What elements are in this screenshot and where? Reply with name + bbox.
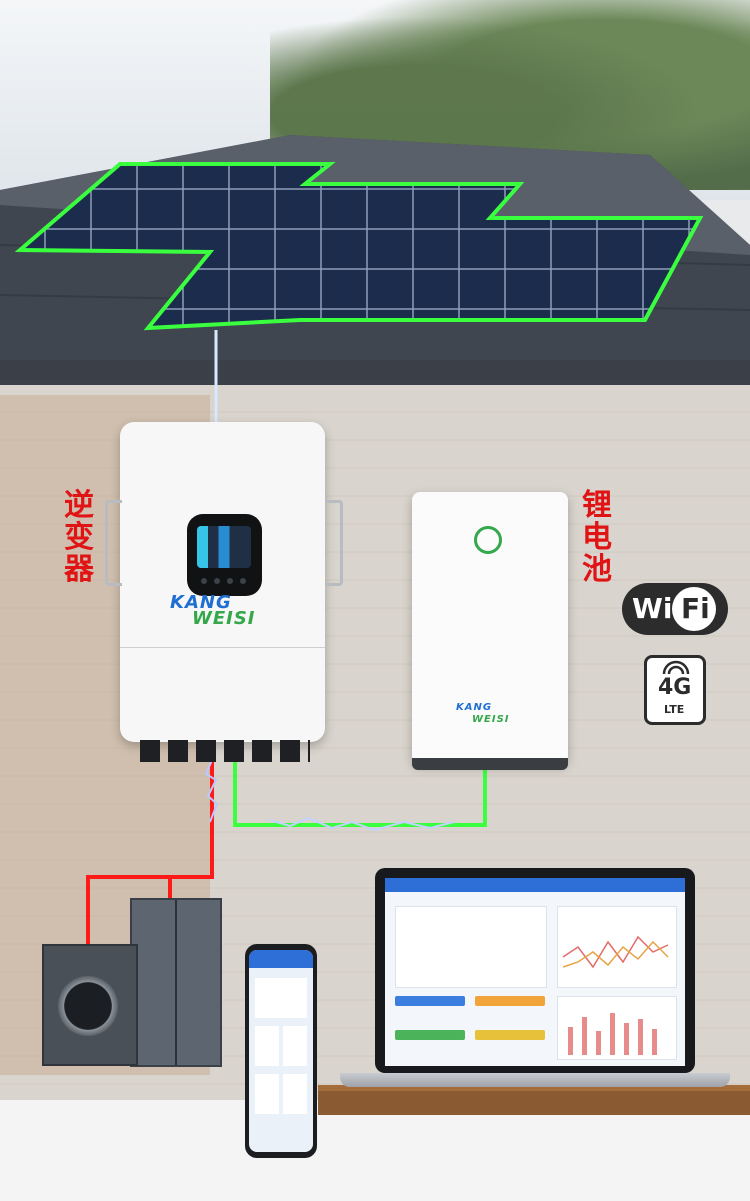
dashboard-tile-blue: [395, 996, 465, 1006]
washer-door: [58, 976, 118, 1036]
app-flow-card: [255, 978, 307, 1018]
inverter-button: [227, 578, 233, 584]
laptop-base: [340, 1073, 730, 1087]
lithium-battery: KANG WEISI: [412, 492, 568, 764]
wifi-circle: Fi: [672, 587, 716, 631]
dashboard-tile-green: [395, 1030, 465, 1040]
desk-top: [318, 1085, 750, 1091]
solar-panel-array: [14, 162, 704, 331]
badge-lte: LTE: [664, 703, 685, 716]
dashboard-bar-chart: [557, 996, 677, 1060]
dashboard-flow-card: [395, 906, 547, 988]
inverter-terminals: [140, 740, 310, 762]
badge-4g: 4G: [658, 675, 692, 700]
app-tile: [255, 1026, 279, 1066]
fridge-door-split: [175, 900, 177, 1065]
battery-brand-line1: KANG: [456, 702, 493, 713]
inverter: KANG WEISI: [120, 422, 325, 742]
roof-gutter: [0, 360, 750, 388]
app-tile: [283, 1074, 307, 1114]
inverter-display: [187, 514, 262, 596]
signal-icon: [662, 660, 690, 675]
solar-panel-group: [14, 162, 704, 331]
wifi-text-b: Fi: [681, 592, 710, 625]
inverter-panel-divider: [120, 647, 325, 648]
inverter-screen: [197, 526, 251, 568]
wifi-text-a: Wi: [632, 592, 673, 625]
floor: [0, 1100, 750, 1201]
leaf-logo-icon: [474, 526, 502, 554]
dashboard-header: [385, 878, 685, 892]
dashboard-tile-yellow: [475, 1030, 545, 1040]
battery-brand-line2: WEISI: [472, 714, 510, 725]
app-header: [249, 950, 313, 968]
inverter-brand-line2: WEISI: [192, 608, 256, 629]
inverter-button: [240, 578, 246, 584]
smartphone: [245, 944, 317, 1158]
label-battery: 锂电池: [582, 488, 612, 587]
inverter-button: [201, 578, 207, 584]
4g-lte-badge: 4G LTE: [644, 655, 706, 725]
laptop: [375, 868, 695, 1073]
washing-machine: [42, 944, 138, 1066]
label-inverter: 逆变器: [64, 488, 94, 587]
dashboard-tile-orange: [475, 996, 545, 1006]
inverter-handle-right: [326, 500, 343, 586]
inverter-button: [214, 578, 220, 584]
battery-base: [412, 758, 568, 770]
smartphone-app: [249, 950, 313, 1152]
app-tile: [255, 1074, 279, 1114]
app-tile: [283, 1026, 307, 1066]
laptop-dashboard: [385, 878, 685, 1066]
inverter-handle-left: [105, 500, 122, 586]
dashboard-line-chart: [557, 906, 677, 988]
inverter-brand-line1: KANG: [170, 592, 232, 613]
wifi-badge: Wi Fi: [622, 583, 728, 635]
refrigerator: [130, 898, 222, 1067]
